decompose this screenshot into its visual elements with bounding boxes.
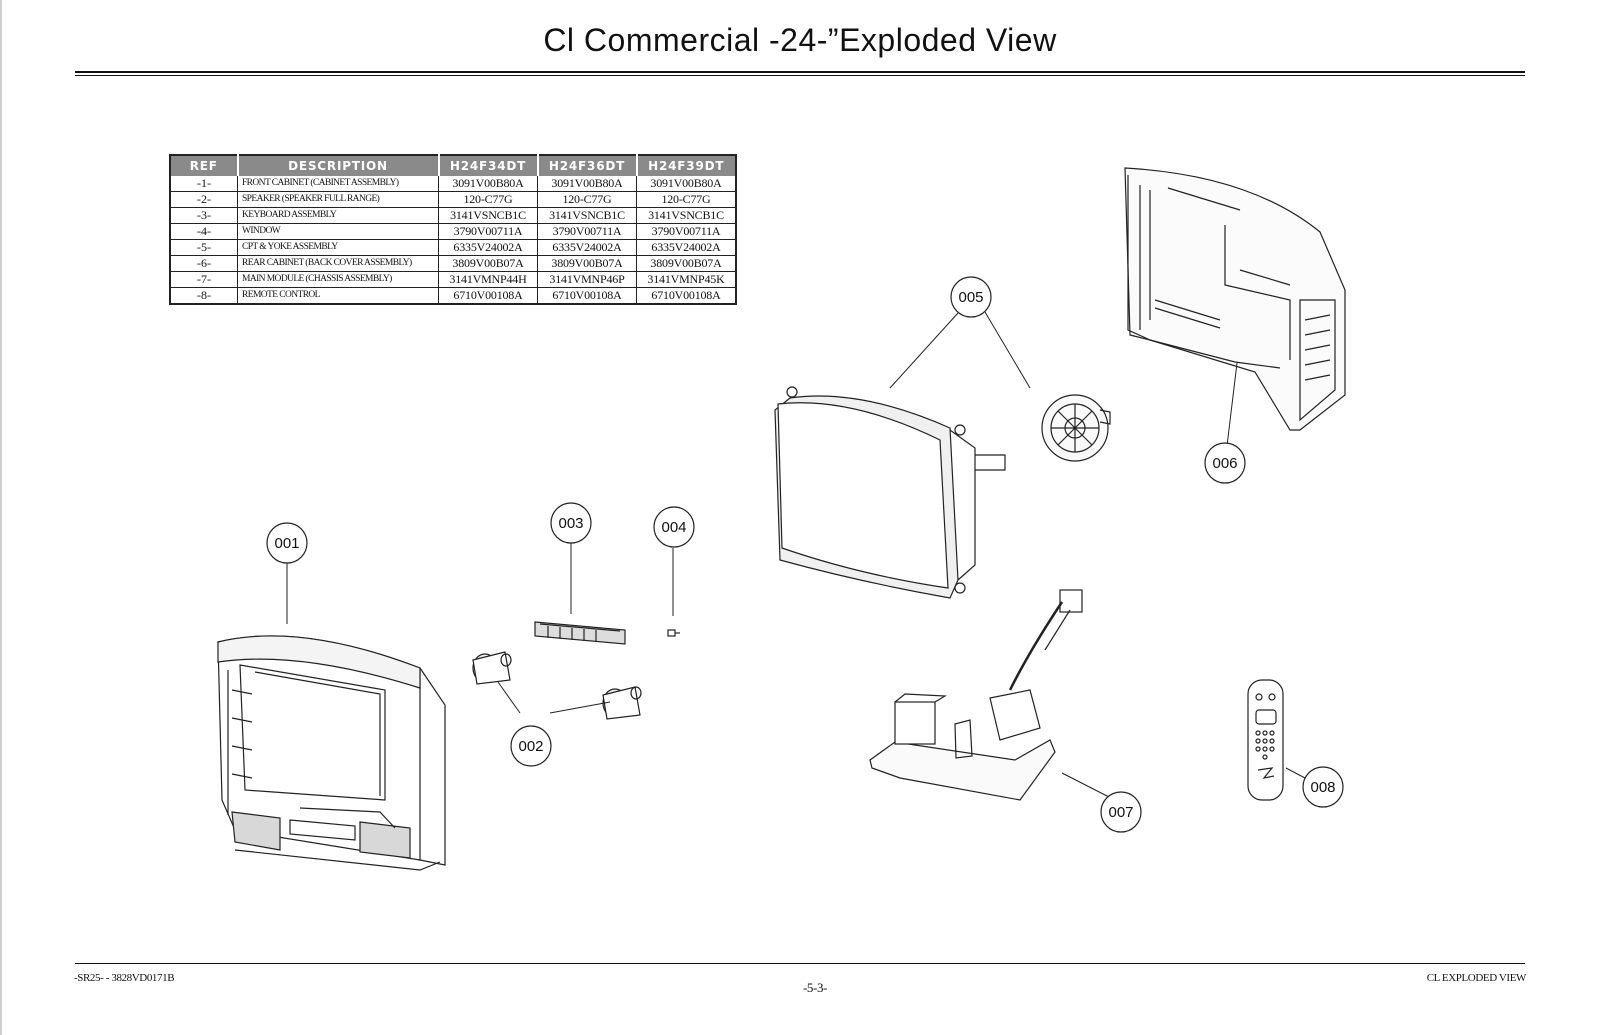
callout-label-005: 005 [958, 289, 983, 306]
callout-label-008: 008 [1310, 779, 1335, 796]
page-title: Cl Commercial -24-”Exploded View [543, 22, 1057, 58]
table-row: -3- KEYBOARD ASSEMBLY 3141VSNCB1C 3141VS… [170, 207, 736, 224]
row-ref: -5- [170, 239, 238, 256]
footer-rule [75, 963, 1525, 964]
row-ref: -8- [170, 287, 238, 305]
row-ref: -7- [170, 271, 238, 288]
callout-label-007: 007 [1108, 804, 1133, 821]
leader-006 [1226, 362, 1238, 447]
header-model-3: H24F39DT [636, 155, 736, 176]
row-part-model-2: 3091V00B80A [537, 176, 637, 192]
callout-circle-005 [950, 276, 992, 318]
row-part-model-3: 3790V00711A [636, 223, 736, 240]
crt-yoke-part [774, 386, 1111, 599]
footer-document-code: -SR25- - 3828VD0171B [74, 972, 175, 984]
row-ref: -3- [170, 207, 238, 224]
leader-002 [497, 681, 611, 714]
table-row: -6- REAR CABINET (BACK COVER ASSEMBLY) 3… [170, 255, 736, 272]
title-rule-thin [75, 75, 1525, 76]
callout-label-006: 006 [1212, 455, 1237, 472]
parts-table-header: REF DESCRIPTION H24F34DT H24F36DT H24F39… [170, 155, 736, 176]
row-part-model-3: 120-C77G [636, 191, 736, 208]
callout-label-004: 004 [661, 519, 686, 536]
rear-cabinet-part [1124, 167, 1346, 431]
row-part-model-2: 6710V00108A [537, 287, 637, 305]
row-part-model-3: 3091V00B80A [636, 176, 736, 192]
header-ref: REF [170, 155, 239, 176]
table-row: -1- FRONT CABINET (CABINET ASSEMBLY) 309… [170, 176, 736, 192]
row-description: WINDOW [237, 223, 439, 240]
row-part-model-2: 120-C77G [537, 191, 637, 208]
row-part-model-1: 3141VMNP44H [438, 271, 538, 288]
window-part [667, 629, 680, 637]
row-ref: -6- [170, 255, 238, 272]
row-part-model-1: 6335V24002A [438, 239, 538, 256]
row-part-model-2: 3790V00711A [537, 223, 637, 240]
leader-lines [286, 311, 1306, 798]
callout-circle-006 [1204, 442, 1246, 484]
row-description: REMOTE CONTROL [237, 287, 439, 305]
callout-circle-008 [1302, 766, 1344, 808]
remote-control-part [1247, 679, 1284, 801]
row-ref: -4- [170, 223, 238, 240]
callout-label-003: 003 [558, 515, 583, 532]
row-part-model-3: 3141VSNCB1C [636, 207, 736, 224]
row-part-model-3: 6335V24002A [636, 239, 736, 256]
row-part-model-2: 3809V00B07A [537, 255, 637, 272]
header-model-1: H24F34DT [438, 155, 539, 176]
callout-label-001: 001 [274, 535, 299, 552]
page-left-edge [0, 0, 2, 1035]
row-description: CPT & YOKE ASSEMBLY [237, 239, 439, 256]
leader-005 [889, 311, 1031, 389]
table-row: -5- CPT & YOKE ASSEMBLY 6335V24002A 6335… [170, 239, 736, 256]
header-model-2: H24F36DT [537, 155, 638, 176]
speaker-part [472, 651, 642, 720]
callout-label-002: 002 [518, 738, 543, 755]
row-part-model-1: 6710V00108A [438, 287, 538, 305]
row-part-model-1: 3141VSNCB1C [438, 207, 538, 224]
table-row: -8- REMOTE CONTROL 6710V00108A 6710V0010… [170, 287, 736, 305]
row-part-model-2: 3141VSNCB1C [537, 207, 637, 224]
callout-circle-002 [510, 725, 552, 767]
table-row: -4- WINDOW 3790V00711A 3790V00711A 3790V… [170, 223, 736, 240]
keyboard-assembly-part [534, 621, 626, 645]
row-ref: -1- [170, 176, 238, 192]
callout-circle-001 [266, 522, 308, 564]
callout-circle-003 [550, 502, 592, 544]
row-description: KEYBOARD ASSEMBLY [237, 207, 439, 224]
leader-008 [1285, 767, 1306, 779]
row-description: FRONT CABINET (CABINET ASSEMBLY) [237, 176, 439, 192]
main-module-part [869, 589, 1083, 801]
table-row: -7- MAIN MODULE (CHASSIS ASSEMBLY) 3141V… [170, 271, 736, 288]
footer-section-title: CL EXPLODED VIEW [1426, 972, 1527, 984]
parts-table: REF DESCRIPTION H24F34DT H24F36DT H24F39… [169, 154, 737, 305]
row-part-model-1: 3809V00B07A [438, 255, 538, 272]
row-description: SPEAKER (SPEAKER FULL RANGE) [237, 191, 439, 208]
callout-circle-004 [653, 506, 695, 548]
row-description: REAR CABINET (BACK COVER ASSEMBLY) [237, 255, 439, 272]
leader-007 [1061, 772, 1110, 798]
row-ref: -2- [170, 191, 238, 208]
table-row: -2- SPEAKER (SPEAKER FULL RANGE) 120-C77… [170, 191, 736, 208]
row-part-model-1: 120-C77G [438, 191, 538, 208]
footer-page-number: -5-3- [803, 980, 827, 995]
header-description: DESCRIPTION [237, 155, 440, 176]
row-part-model-2: 6335V24002A [537, 239, 637, 256]
row-part-model-3: 3809V00B07A [636, 255, 736, 272]
row-part-model-3: 6710V00108A [636, 287, 736, 305]
row-part-model-1: 3790V00711A [438, 223, 538, 240]
title-rule [75, 71, 1525, 73]
row-part-model-1: 3091V00B80A [438, 176, 538, 192]
callout-circle-007 [1100, 791, 1142, 833]
row-part-model-2: 3141VMNP46P [537, 271, 637, 288]
front-cabinet-part [217, 635, 446, 871]
row-description: MAIN MODULE (CHASSIS ASSEMBLY) [237, 271, 439, 288]
row-part-model-3: 3141VMNP45K [636, 271, 736, 288]
